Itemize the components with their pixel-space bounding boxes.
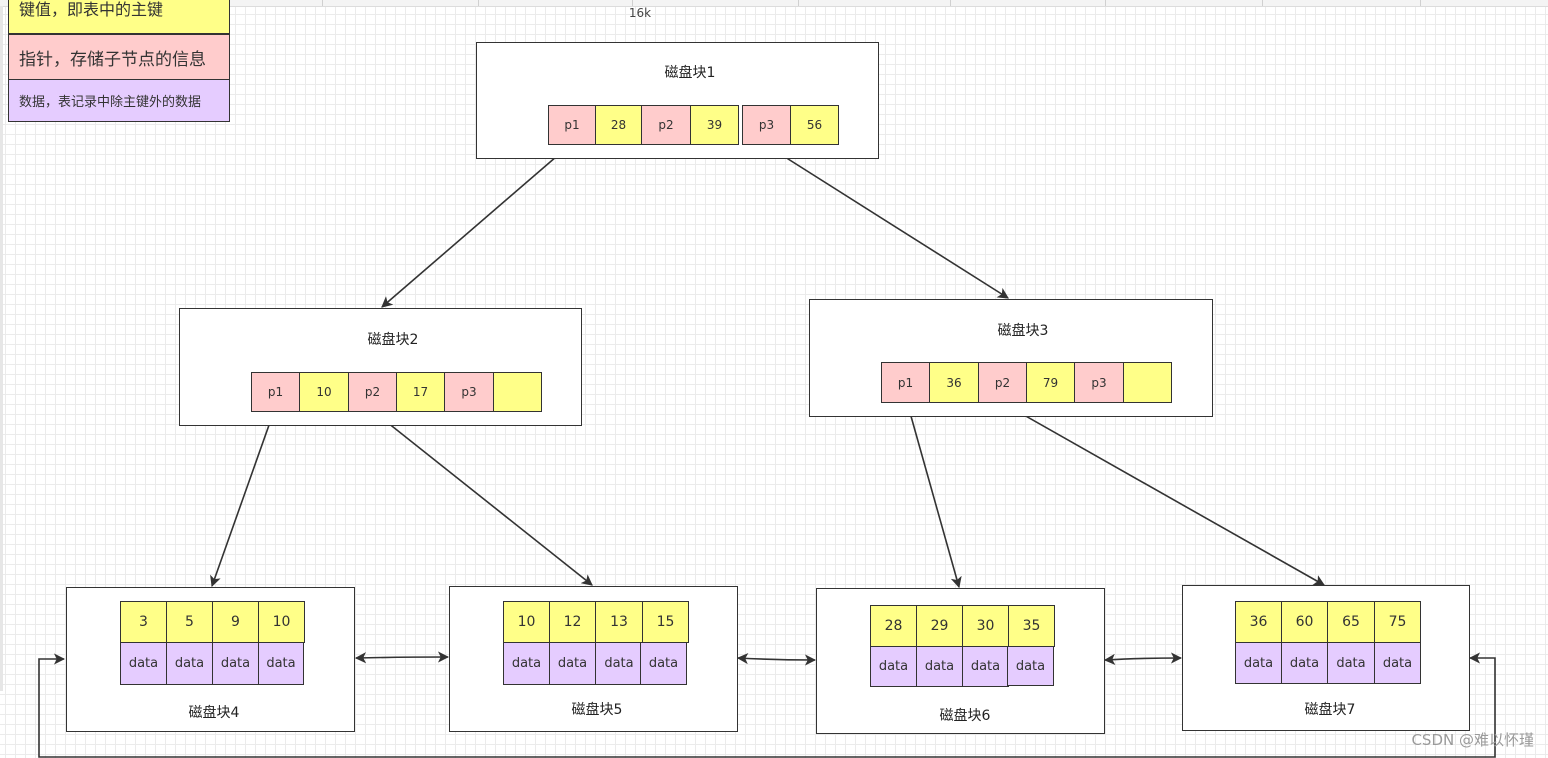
b7-key-2[interactable]: 65 [1327,601,1375,643]
b5-key-0[interactable]: 10 [503,601,550,643]
b3-cell-5[interactable] [1123,362,1172,403]
b2-cell-0[interactable]: p1 [251,372,300,412]
b2-cell-2[interactable]: p2 [348,372,397,412]
b6-data-1[interactable]: data [916,646,963,687]
edge-b5-b6 [736,652,817,666]
b6-data-0[interactable]: data [870,646,917,687]
b4-data-3[interactable]: data [258,642,304,685]
b4-key-3[interactable]: 10 [258,601,305,643]
disk-block-1-title: 磁盘块1 [664,65,716,81]
b1-cell-1[interactable]: 28 [595,105,642,145]
b4-key-1[interactable]: 5 [166,601,213,643]
watermark: CSDN @难以怀瑾 [1411,731,1534,749]
disk-block-4-title: 磁盘块4 [188,705,240,721]
b5-data-3[interactable]: data [640,642,687,685]
disk-block-3-title: 磁盘块3 [997,323,1049,339]
b5-key-2[interactable]: 13 [595,601,643,643]
left-scrollbar[interactable] [0,6,3,691]
b3-cell-2[interactable]: p2 [978,362,1027,403]
size-label: 16k [628,6,652,20]
edge-b1-p3-to-b3 [765,144,1009,299]
b4-key-0[interactable]: 3 [120,601,167,643]
b7-data-3[interactable]: data [1374,642,1421,684]
edge-b2-p2-to-b5 [372,410,593,586]
b4-data-2[interactable]: data [212,642,259,685]
edge-b2-p1-to-b4 [210,410,275,588]
b7-key-0[interactable]: 36 [1235,601,1282,643]
b4-data-0[interactable]: data [120,642,167,685]
b2-cell-5[interactable] [493,372,542,412]
b1-cell-2[interactable]: p2 [641,105,691,145]
edge-b1-p1-to-b2 [381,143,572,308]
b5-data-1[interactable]: data [549,642,596,685]
edge-b6-b7 [1103,652,1183,666]
b6-data-3[interactable]: data [1007,646,1054,686]
b3-cell-0[interactable]: p1 [881,362,930,403]
b1-cell-4[interactable]: p3 [742,105,791,145]
b6-key-3[interactable]: 35 [1008,605,1055,647]
edge-b7-loop-b4 [38,652,1496,758]
b7-key-1[interactable]: 60 [1281,601,1328,643]
b2-cell-1[interactable]: 10 [299,372,349,412]
b5-data-0[interactable]: data [503,642,550,685]
b6-data-2[interactable]: data [962,646,1009,687]
b4-data-1[interactable]: data [166,642,213,685]
edge-b3-p2-to-b7 [1000,401,1325,586]
b2-cell-4[interactable]: p3 [444,372,494,412]
b1-cell-3[interactable]: 39 [690,105,739,145]
edge-b3-p1-to-b6 [906,401,962,589]
disk-block-2-title: 磁盘块2 [367,332,419,348]
b7-data-1[interactable]: data [1281,642,1328,684]
legend-data[interactable]: 数据，表记录中除主键外的数据 [8,79,230,122]
b3-cell-4[interactable]: p3 [1074,362,1124,403]
b7-data-0[interactable]: data [1235,642,1282,684]
b4-key-2[interactable]: 9 [212,601,259,643]
b3-cell-1[interactable]: 36 [929,362,979,403]
b5-key-1[interactable]: 12 [549,601,596,643]
disk-block-5-title: 磁盘块5 [571,702,623,718]
b7-data-2[interactable]: data [1327,642,1375,684]
edge-b4-b5 [354,651,450,664]
b1-cell-5[interactable]: 56 [790,105,839,145]
legend-pointer[interactable]: 指针，存储子节点的信息 [8,34,230,80]
disk-block-7-title: 磁盘块7 [1304,702,1356,718]
legend-key[interactable]: 键值，即表中的主键 [8,0,230,34]
b6-key-2[interactable]: 30 [962,605,1009,647]
b6-key-1[interactable]: 29 [916,605,963,647]
b7-key-3[interactable]: 75 [1374,601,1421,643]
b3-cell-3[interactable]: 79 [1026,362,1075,403]
b5-key-3[interactable]: 15 [642,601,689,643]
top-toolbar [0,0,1548,7]
b1-cell-0[interactable]: p1 [548,105,596,145]
b2-cell-3[interactable]: 17 [396,372,445,412]
b6-key-0[interactable]: 28 [870,605,917,647]
disk-block-6-title: 磁盘块6 [939,708,991,724]
b5-data-2[interactable]: data [595,642,643,685]
